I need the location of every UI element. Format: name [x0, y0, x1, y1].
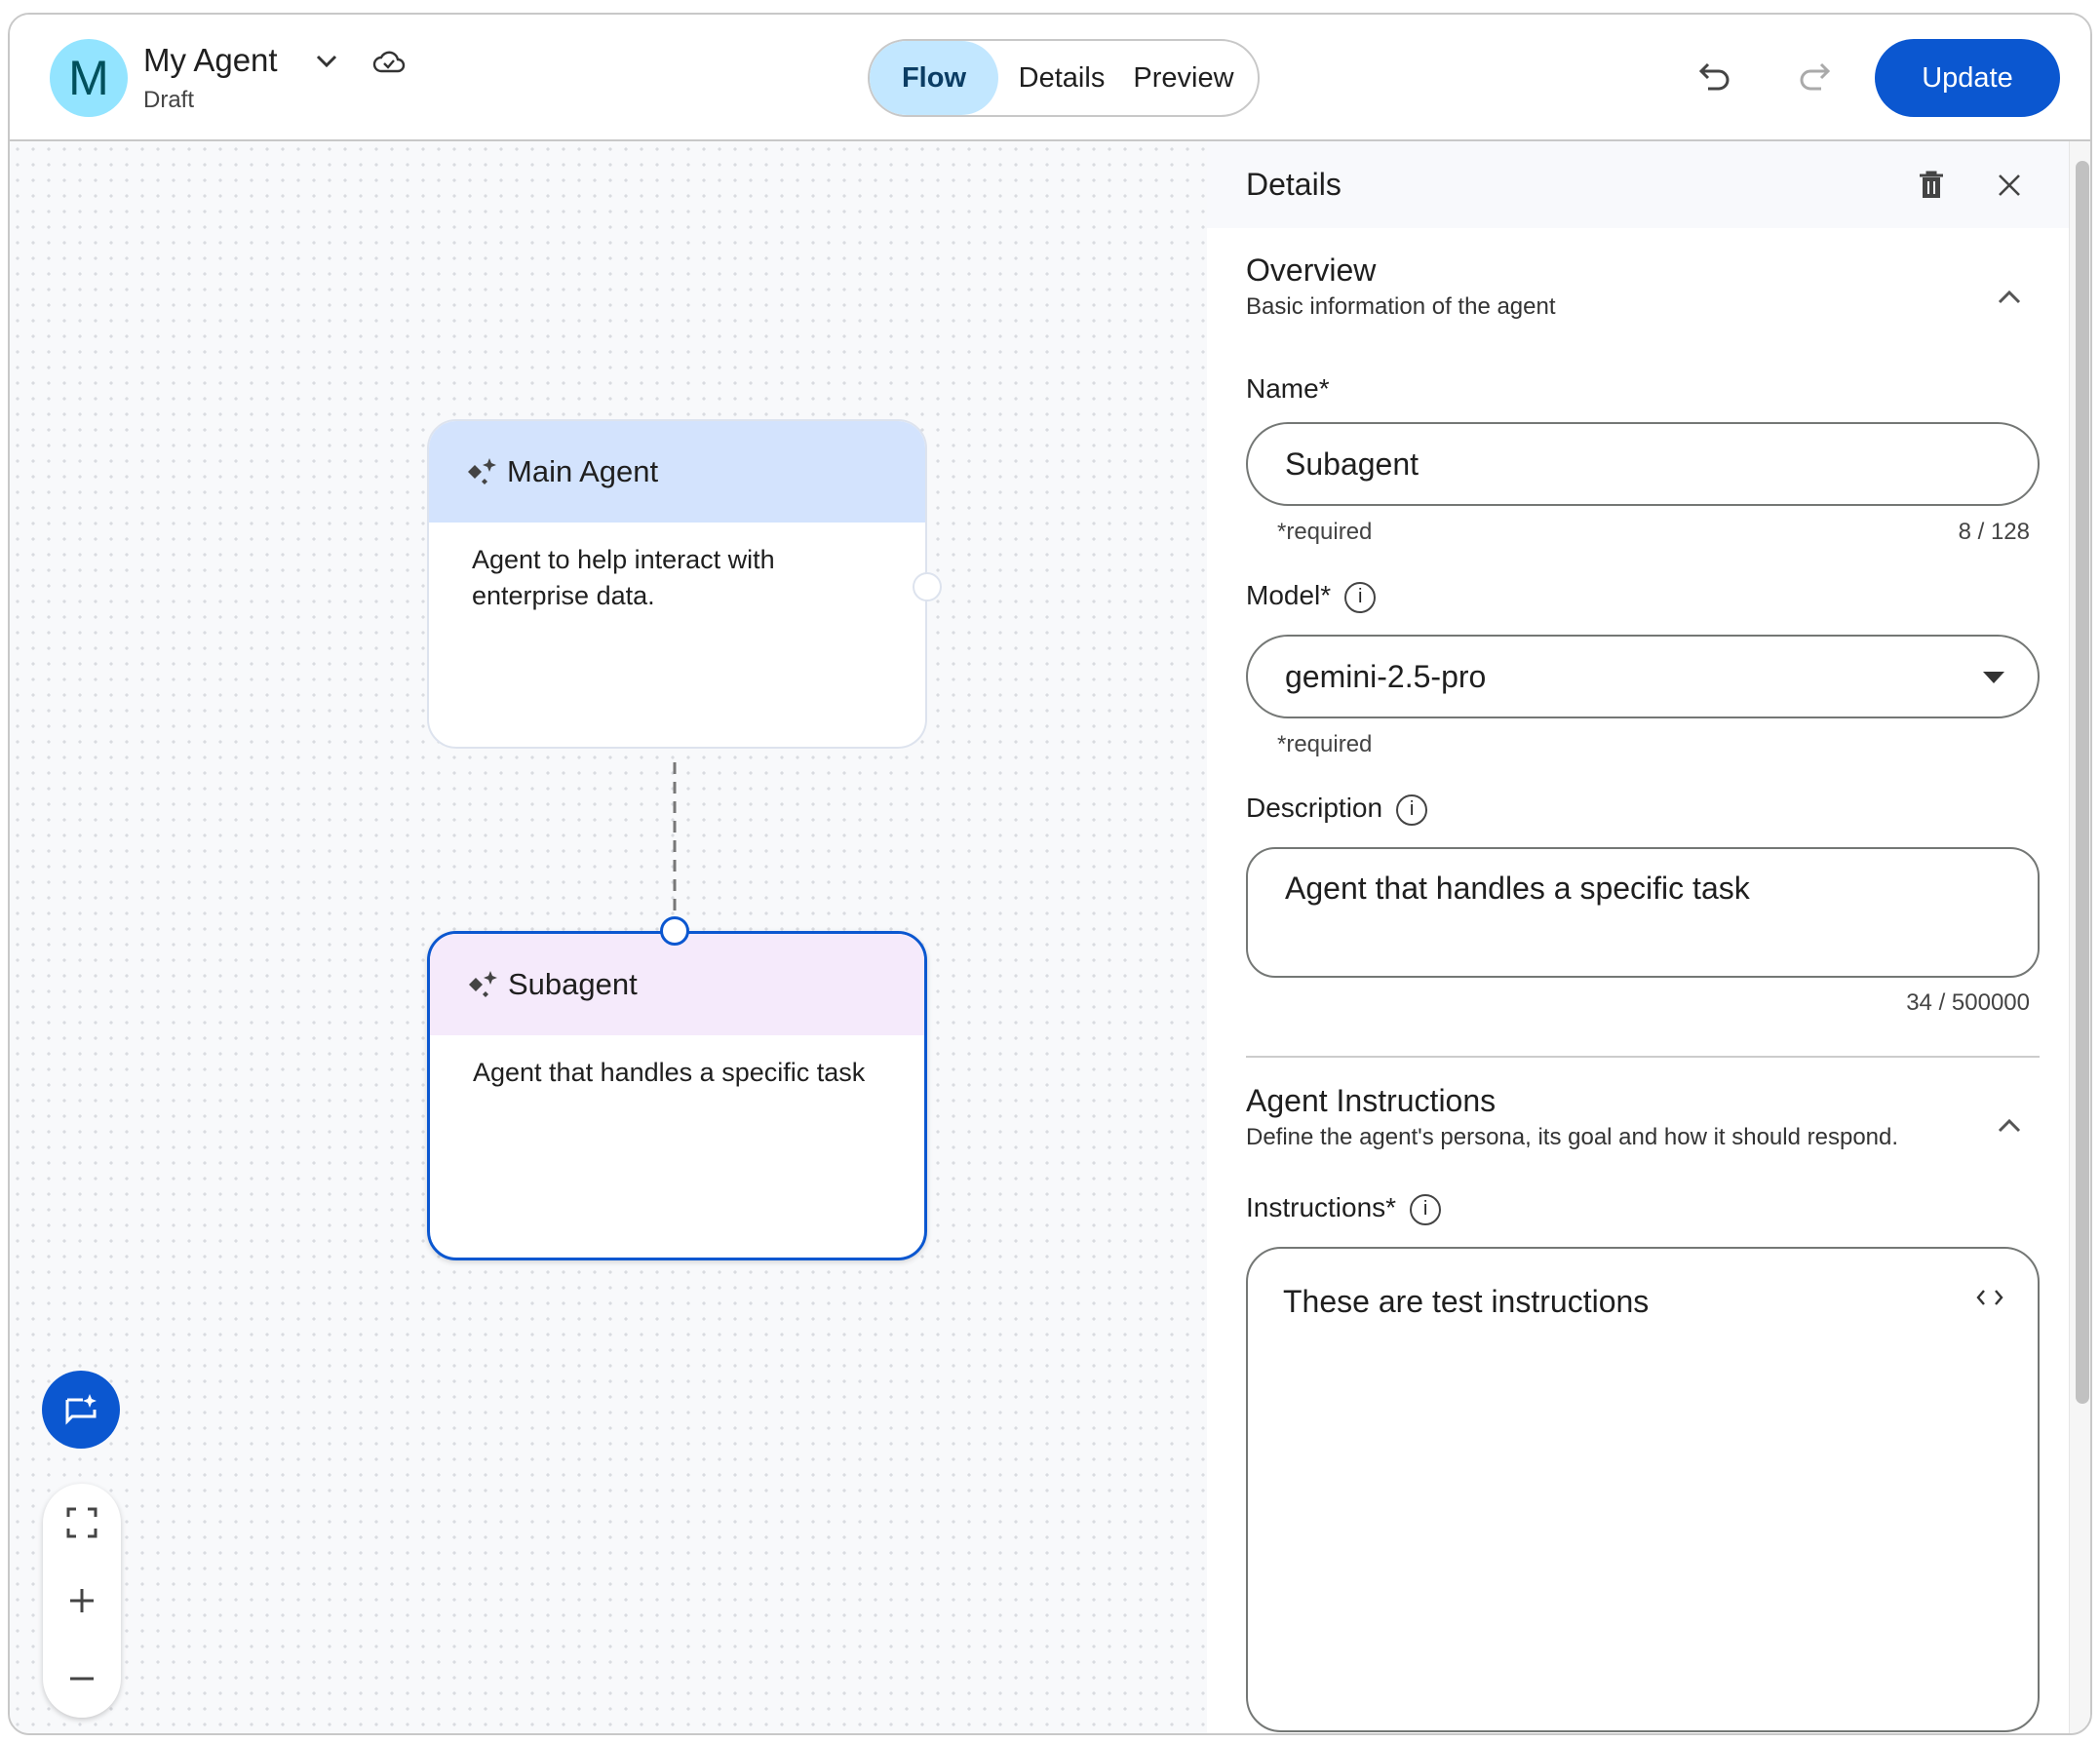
- update-button[interactable]: Update: [1875, 39, 2060, 117]
- info-icon[interactable]: i: [1410, 1193, 1442, 1225]
- instructions-label: Instructions*: [1246, 1192, 1397, 1222]
- tab-preview[interactable]: Preview: [1133, 61, 1234, 94]
- model-hint: *required: [1277, 731, 1373, 757]
- name-hint: *required: [1277, 519, 1373, 545]
- name-input[interactable]: Subagent: [1246, 422, 2040, 506]
- fit-view-icon[interactable]: [66, 1507, 97, 1538]
- panel-header: Details: [1207, 141, 2069, 228]
- sparkle-icon: [466, 456, 497, 487]
- dropdown-arrow-icon: [1983, 672, 2004, 683]
- info-icon[interactable]: i: [1344, 581, 1377, 613]
- tab-details[interactable]: Details: [1018, 61, 1106, 94]
- chat-spark-icon: [63, 1392, 98, 1427]
- node-title: Subagent: [508, 967, 638, 1001]
- instructions-label-row: Instructions* i: [1246, 1192, 1442, 1225]
- tab-flow[interactable]: Flow: [870, 41, 998, 115]
- instructions-section-subtitle: Define the agent's persona, its goal and…: [1246, 1124, 1899, 1150]
- undo-icon[interactable]: [1696, 58, 1735, 97]
- info-icon[interactable]: i: [1396, 794, 1428, 826]
- agent-title[interactable]: My Agent: [143, 42, 278, 78]
- cloud-saved-icon: [372, 48, 406, 75]
- top-bar: M My Agent Draft Flow Details Preview Up…: [10, 15, 2090, 141]
- zoom-controls: [43, 1484, 121, 1718]
- input-port[interactable]: [660, 916, 689, 946]
- output-port[interactable]: [913, 572, 942, 601]
- instructions-editor[interactable]: These are test instructions: [1246, 1247, 2040, 1732]
- instructions-section-title: Agent Instructions: [1246, 1083, 1497, 1118]
- view-switcher: Flow Details Preview: [868, 39, 1260, 117]
- sparkle-icon: [467, 969, 498, 1000]
- connector-line: [673, 762, 677, 928]
- details-panel: Details Overview Basic information of th…: [1207, 141, 2069, 1733]
- node-description: Agent that handles a specific task: [473, 1058, 866, 1087]
- code-view-icon[interactable]: [1975, 1288, 2004, 1307]
- name-count: 8 / 128: [1958, 519, 2030, 545]
- divider: [1246, 1056, 2040, 1058]
- draft-status: Draft: [143, 87, 195, 113]
- description-label: Description: [1246, 793, 1383, 823]
- node-description: Agent to help interact with enterprise d…: [472, 545, 775, 610]
- zoom-in-icon[interactable]: [66, 1585, 97, 1616]
- node-main-agent[interactable]: Main Agent Agent to help interact with e…: [427, 419, 927, 749]
- description-textarea[interactable]: Agent that handles a specific task: [1246, 847, 2040, 978]
- overview-title: Overview: [1246, 252, 1377, 288]
- model-label: Model*: [1246, 580, 1332, 610]
- description-count: 34 / 500000: [1906, 989, 2030, 1016]
- ai-chat-button[interactable]: [42, 1371, 120, 1449]
- description-label-row: Description i: [1246, 793, 1428, 826]
- scrollbar-thumb[interactable]: [2076, 161, 2089, 1404]
- app-window: M My Agent Draft Flow Details Preview Up…: [8, 13, 2092, 1735]
- chevron-up-icon[interactable]: [1997, 288, 2022, 305]
- zoom-out-icon[interactable]: [66, 1663, 97, 1694]
- chevron-up-icon[interactable]: [1997, 1116, 2022, 1134]
- node-subagent[interactable]: Subagent Agent that handles a specific t…: [427, 931, 927, 1260]
- model-select[interactable]: gemini-2.5-pro: [1246, 635, 2040, 718]
- panel-title: Details: [1246, 167, 1342, 202]
- name-label: Name*: [1246, 373, 1330, 404]
- instructions-value: These are test instructions: [1283, 1284, 1650, 1319]
- chevron-down-icon[interactable]: [314, 52, 339, 71]
- overview-subtitle: Basic information of the agent: [1246, 293, 1556, 320]
- panel-scrollbar[interactable]: [2069, 141, 2090, 1733]
- model-value: gemini-2.5-pro: [1285, 658, 1487, 694]
- model-label-row: Model* i: [1246, 580, 1377, 613]
- avatar[interactable]: M: [50, 39, 128, 117]
- flow-canvas[interactable]: Main Agent Agent to help interact with e…: [10, 141, 1207, 1733]
- delete-icon[interactable]: [1919, 171, 1944, 200]
- close-icon[interactable]: [1997, 173, 2022, 198]
- redo-icon[interactable]: [1794, 58, 1833, 97]
- node-title: Main Agent: [507, 454, 659, 488]
